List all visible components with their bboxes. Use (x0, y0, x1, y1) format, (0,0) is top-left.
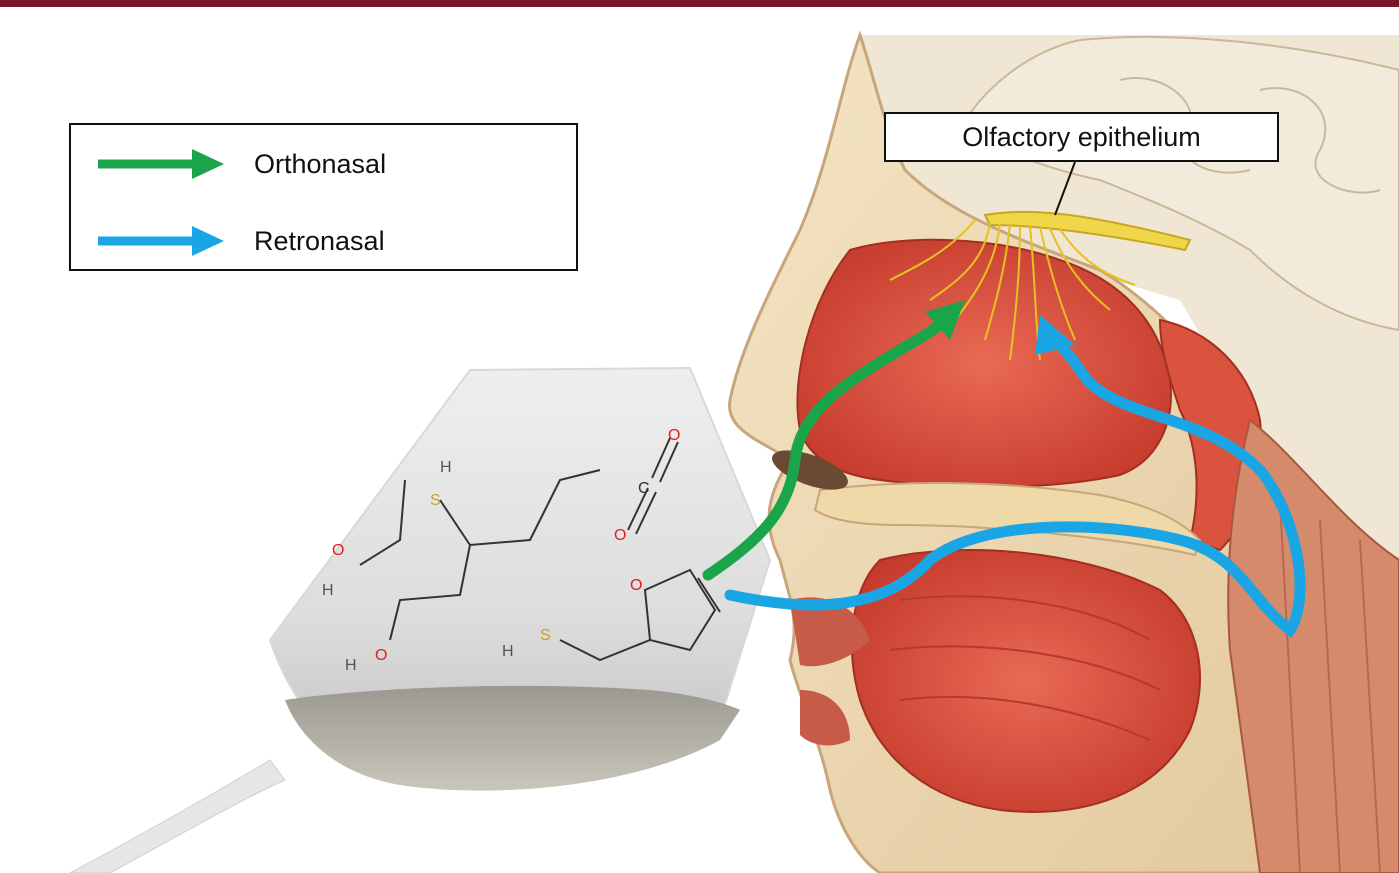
atom-oxygen-4: O (668, 427, 680, 444)
green-arrow-icon (96, 147, 226, 181)
legend-item-retronasal: Retronasal (71, 220, 576, 260)
legend-item-orthonasal: Orthonasal (71, 143, 576, 183)
legend: Orthonasal Retronasal (69, 123, 578, 271)
blue-arrow-icon (96, 224, 226, 258)
atom-oxygen-1: O (332, 542, 344, 559)
atom-oxygen-3: O (614, 527, 626, 544)
atom-sulfur-1: S (430, 492, 441, 509)
atom-hydrogen-2: H (440, 459, 452, 476)
atom-hydrogen-4: H (502, 643, 514, 660)
glass-stem (70, 760, 285, 873)
atom-carbon: C (638, 480, 650, 497)
atom-oxygen-5: O (630, 577, 642, 594)
atom-sulfur-2: S (540, 627, 551, 644)
wine-glass (70, 368, 770, 873)
atom-hydrogen-3: H (345, 657, 357, 674)
olfactory-epithelium-callout: Olfactory epithelium (884, 112, 1279, 162)
wine-liquid (285, 686, 740, 791)
legend-label-orthonasal: Orthonasal (254, 149, 386, 180)
legend-label-retronasal: Retronasal (254, 226, 385, 257)
atom-oxygen-2: O (375, 647, 387, 664)
atom-hydrogen-1: H (322, 582, 334, 599)
